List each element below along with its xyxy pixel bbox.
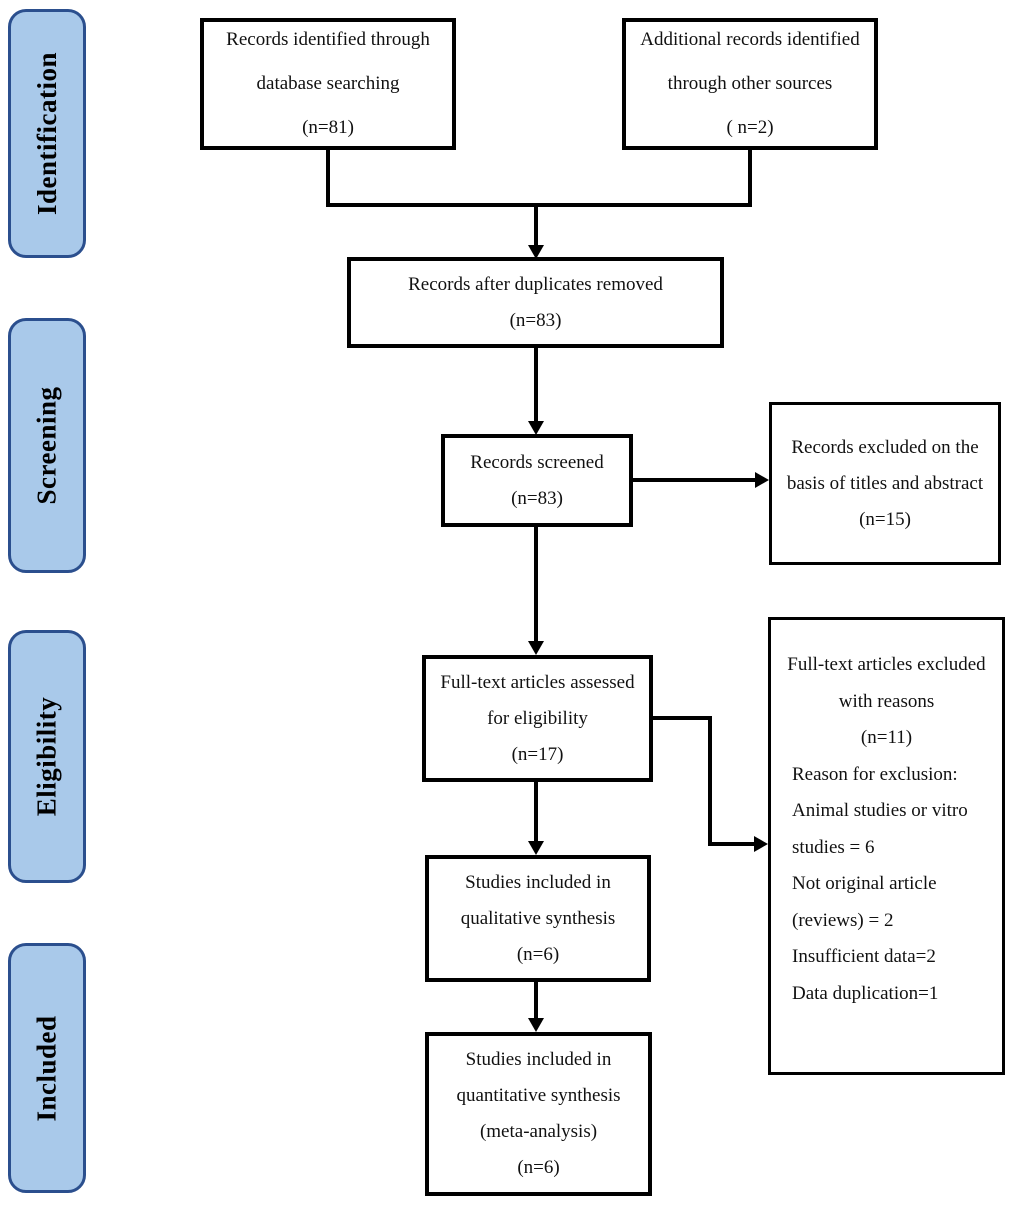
box-fulltext-assessed: Full-text articles assessed for eligibil… <box>422 655 653 782</box>
box-line: Data duplication=1 <box>792 982 939 1004</box>
box-line: studies = 6 <box>792 836 875 858</box>
box-additional-records: Additional records identified through ot… <box>622 18 878 150</box>
stage-included: Included <box>8 943 86 1193</box>
box-records-excluded: Records excluded on the basis of titles … <box>769 402 1001 565</box>
box-line: Not original article <box>792 873 937 894</box>
box-line: (n=15) <box>859 508 911 530</box>
arrowhead-to-duplicates <box>528 245 544 259</box>
box-line: (n=81) <box>302 117 354 138</box>
arrowhead-to-screened <box>528 421 544 435</box>
arrowhead-to-excluded <box>755 472 769 488</box>
stage-identification: Identification <box>8 9 86 258</box>
box-line: Records identified through <box>226 29 430 50</box>
box-quantitative-synthesis: Studies included in quantitative synthes… <box>425 1032 652 1196</box>
box-line: (n=83) <box>509 309 562 331</box>
box-line: (n=83) <box>511 487 563 509</box>
box-records-screened: Records screened (n=83) <box>441 434 633 527</box>
box-line: with reasons <box>838 690 935 712</box>
stage-included-label: Included <box>31 1014 62 1122</box>
stage-identification-label: Identification <box>31 51 62 216</box>
box-line: Studies included in <box>465 1049 612 1070</box>
connector-fulltext-reasons <box>652 716 756 846</box>
stage-eligibility-label: Eligibility <box>31 696 62 817</box>
box-line: quantitative synthesis <box>456 1085 621 1106</box>
arrowhead-to-fulltext <box>528 641 544 655</box>
stage-screening-label: Screening <box>31 386 62 505</box>
box-line: Animal studies or vitro <box>792 800 968 821</box>
box-line: through other sources <box>667 73 833 94</box>
box-line: (n=17) <box>511 743 564 765</box>
box-line: (n=6) <box>517 1157 560 1178</box>
box-records-identified-database: Records identified through database sear… <box>200 18 456 150</box>
box-line: basis of titles and abstract <box>786 472 984 494</box>
box-line: (reviews) = 2 <box>792 909 894 931</box>
stage-eligibility: Eligibility <box>8 630 86 883</box>
box-line: Records screened <box>470 451 604 473</box>
stage-screening: Screening <box>8 318 86 573</box>
box-line: ( n=2) <box>726 117 774 138</box>
box-line: (n=6) <box>516 943 560 965</box>
box-line: Records excluded on the <box>791 436 979 458</box>
box-line: (meta-analysis) <box>479 1121 598 1142</box>
box-line: database searching <box>256 73 400 94</box>
box-line: Records after duplicates removed <box>408 273 663 295</box>
box-line: Full-text articles excluded <box>787 654 986 675</box>
connector-merge <box>326 149 752 207</box>
box-line: Reason for exclusion: <box>792 763 958 785</box>
box-line: Additional records identified <box>640 29 860 50</box>
box-line: qualitative synthesis <box>460 907 616 929</box>
arrowhead-to-reasons <box>754 836 768 852</box>
box-fulltext-excluded: Full-text articles excluded with reasons… <box>768 617 1005 1075</box>
box-line: (n=11) <box>860 727 913 748</box>
box-duplicates-removed: Records after duplicates removed (n=83) <box>347 257 724 348</box>
arrowhead-to-quantitative <box>528 1018 544 1032</box>
box-line: Insufficient data=2 <box>792 946 936 967</box>
box-line: for eligibility <box>487 707 588 729</box>
arrowhead-to-qualitative <box>528 841 544 855</box>
box-qualitative-synthesis: Studies included in qualitative synthesi… <box>425 855 651 982</box>
box-line: Full-text articles assessed <box>440 671 635 693</box>
box-line: Studies included in <box>465 871 611 893</box>
